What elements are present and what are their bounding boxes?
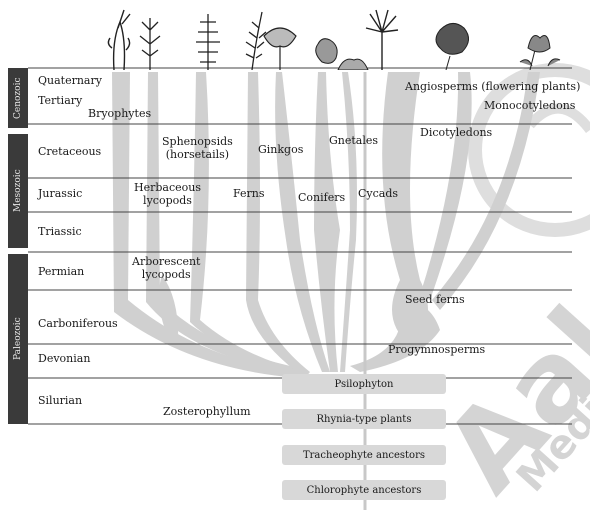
era-bar-paleozoic <box>8 254 28 424</box>
palm-cycad-icon <box>365 9 399 70</box>
label-arborescent-lycopods: Arborescent lycopods <box>132 255 201 281</box>
ancestor-chlorophyte: Chlorophyte ancestors <box>282 480 446 500</box>
label-seed-ferns: Seed ferns <box>405 293 465 306</box>
period-devonian: Devonian <box>38 352 91 365</box>
label-zosterophyllum: Zosterophyllum <box>163 405 251 418</box>
period-triassic: Triassic <box>38 225 82 238</box>
period-quaternary: Quaternary <box>38 74 102 87</box>
period-silurian: Silurian <box>38 394 83 407</box>
label-progymnosperms: Progymnosperms <box>388 343 486 356</box>
gnetales-icon <box>337 58 369 70</box>
label-angiosperms: Angiosperms (flowering plants) <box>405 80 581 93</box>
label-bryophytes: Bryophytes <box>88 107 152 120</box>
label-dicotyledons: Dicotyledons <box>420 126 493 139</box>
label-monocotyledons: Monocotyledons <box>484 99 576 112</box>
era-bar-cenozoic <box>8 68 28 128</box>
label-herbaceous-lycopods: Herbaceous lycopods <box>134 181 201 207</box>
period-jurassic: Jurassic <box>38 187 83 200</box>
flower-icon <box>435 23 469 70</box>
period-carboniferous: Carboniferous <box>38 317 118 330</box>
period-permian: Permian <box>38 265 85 278</box>
ginkgo-icon <box>263 27 297 70</box>
label-ginkgos: Ginkgos <box>258 143 304 156</box>
label-sphenopsids: Sphenopsids (horsetails) <box>162 135 233 161</box>
club-moss-icon <box>139 18 161 70</box>
label-ferns: Ferns <box>233 187 265 200</box>
period-tertiary: Tertiary <box>38 94 83 107</box>
conifer-icon <box>315 38 338 64</box>
horsetail-icon <box>196 14 220 70</box>
label-cycads: Cycads <box>358 187 399 200</box>
label-gnetales: Gnetales <box>329 134 379 147</box>
ancestor-rhynia: Rhynia-type plants <box>282 409 446 429</box>
fern-icon <box>245 11 267 70</box>
era-bar-mesozoic <box>8 134 28 248</box>
ancestor-tracheophyte: Tracheophyte ancestors <box>282 445 446 465</box>
moss-icon <box>107 9 131 70</box>
label-conifers: Conifers <box>298 191 346 204</box>
period-cretaceous: Cretaceous <box>38 145 102 158</box>
plant-icons <box>107 9 561 70</box>
ancestor-psilophyton: Psilophyton <box>282 374 446 394</box>
monocot-flower-icon <box>519 35 561 70</box>
